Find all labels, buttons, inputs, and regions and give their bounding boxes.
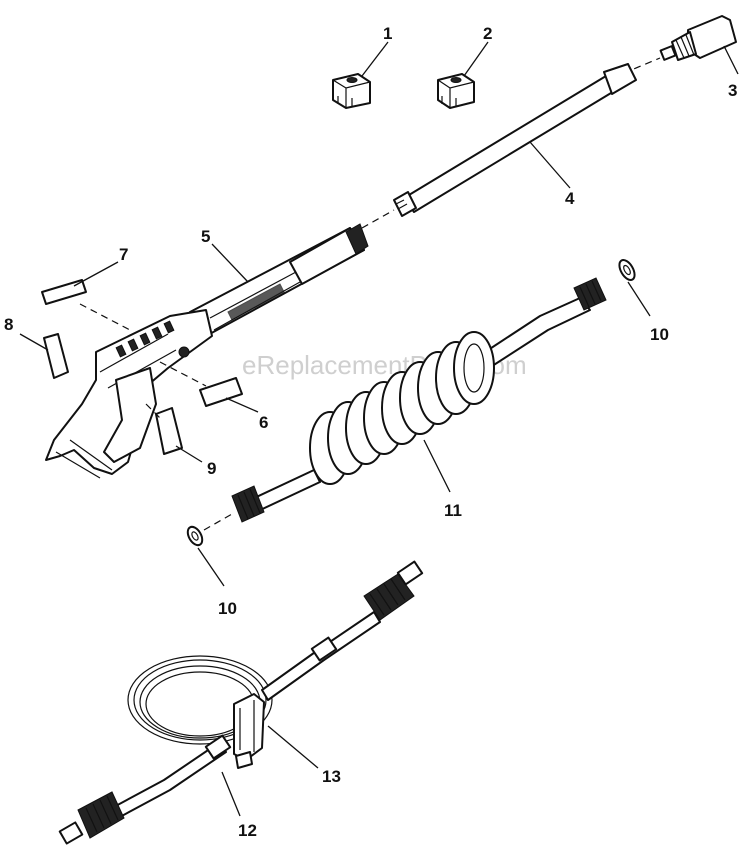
hose-coils <box>309 331 495 485</box>
part-4-wand-extension <box>393 63 637 217</box>
axis-line-10-bottom <box>203 513 233 531</box>
leader-6 <box>225 397 259 413</box>
leader-13 <box>267 725 319 769</box>
leader-1 <box>361 41 389 77</box>
callout-10-bottom: 10 <box>218 599 237 618</box>
part-10-o-ring-top <box>618 259 636 281</box>
callout-9: 9 <box>207 459 216 478</box>
grip-slots <box>115 320 175 358</box>
callout-5: 5 <box>201 227 210 246</box>
leader-4 <box>529 141 571 189</box>
leader-2 <box>463 41 489 77</box>
part-5-spray-gun <box>45 223 369 479</box>
leader-5 <box>211 243 249 283</box>
part-3-adjustable-nozzle <box>659 15 737 61</box>
leader-3 <box>723 45 739 75</box>
axis-line-4 <box>361 209 395 229</box>
part-11-coiled-hose <box>231 277 607 523</box>
part-8-label <box>43 333 69 379</box>
callout-7: 7 <box>119 245 128 264</box>
axis-line-9 <box>145 403 161 419</box>
callout-2: 2 <box>483 24 492 43</box>
part-1-nozzle-tip <box>332 73 371 109</box>
leader-7 <box>73 261 119 287</box>
callout-4: 4 <box>565 189 575 208</box>
callout-8: 8 <box>4 315 13 334</box>
leader-11 <box>423 439 451 493</box>
part-2-nozzle-tip <box>437 73 475 109</box>
callout-13: 13 <box>322 767 341 786</box>
callout-11: 11 <box>444 501 462 520</box>
leader-12 <box>221 771 241 817</box>
axis-line-7 <box>79 303 131 331</box>
axis-line-3 <box>611 57 661 79</box>
part-6-label <box>199 377 243 407</box>
callout-1: 1 <box>383 24 392 43</box>
callout-6: 6 <box>259 413 268 432</box>
part-12-high-pressure-hose <box>58 560 424 845</box>
leader-8 <box>19 333 49 351</box>
callout-10-top: 10 <box>650 325 669 344</box>
callout-12: 12 <box>238 821 257 840</box>
part-9-label <box>155 407 183 455</box>
leader-10-top <box>627 281 651 317</box>
callout-3: 3 <box>728 81 737 100</box>
part-13-hose-strap <box>233 693 265 769</box>
part-10-o-ring-bottom <box>186 525 204 547</box>
leader-9 <box>175 445 203 463</box>
axis-line-6 <box>159 361 207 387</box>
leader-10-bottom <box>197 547 225 587</box>
